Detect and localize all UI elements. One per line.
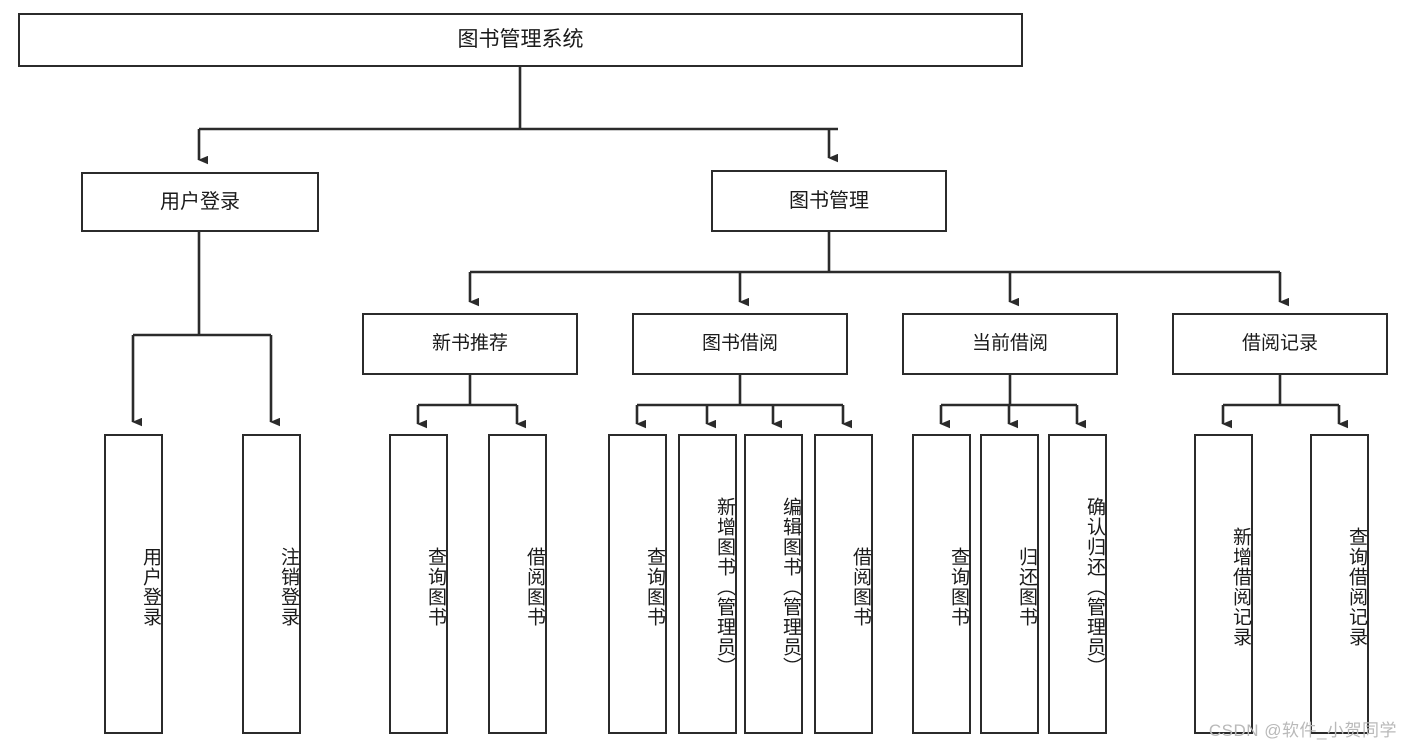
- node-new-book-recommend[interactable]: 新书推荐: [362, 313, 578, 375]
- leaf-borrow-query-book[interactable]: 查询图书: [608, 434, 667, 734]
- node-label: 确认归还（管理员）: [1084, 497, 1105, 677]
- node-user-login[interactable]: 用户登录: [81, 172, 319, 232]
- node-root-system[interactable]: 图书管理系统: [18, 13, 1023, 67]
- node-label: 用户登录: [160, 190, 240, 213]
- node-label: 编辑图书（管理员）: [780, 497, 801, 677]
- leaf-current-query-book[interactable]: 查询图书: [912, 434, 971, 734]
- node-label: 用户登录: [140, 547, 161, 627]
- leaf-record-add-record[interactable]: 新增借阅记录: [1194, 434, 1253, 734]
- leaf-recommend-borrow-book[interactable]: 借阅图书: [488, 434, 547, 734]
- leaf-user-login-signin[interactable]: 用户登录: [104, 434, 163, 734]
- csdn-watermark: CSDN @软件_小贺同学: [1208, 721, 1397, 740]
- node-label: 借阅图书: [850, 547, 871, 627]
- node-label: 借阅记录: [1241, 333, 1318, 355]
- node-label: 图书借阅: [701, 333, 778, 355]
- node-label: 查询图书: [948, 547, 969, 627]
- node-label: 新增借阅记录: [1230, 527, 1251, 647]
- node-label: 查询图书: [644, 547, 665, 627]
- leaf-borrow-edit-book-admin[interactable]: 编辑图书（管理员）: [744, 434, 803, 734]
- node-label: 图书管理系统: [457, 27, 584, 51]
- leaf-current-return-book[interactable]: 归还图书: [980, 434, 1039, 734]
- node-label: 归还图书: [1016, 547, 1037, 627]
- leaf-recommend-query-book[interactable]: 查询图书: [389, 434, 448, 734]
- node-label: 注销登录: [278, 547, 299, 627]
- node-borrow-record[interactable]: 借阅记录: [1172, 313, 1388, 375]
- leaf-record-query-record[interactable]: 查询借阅记录: [1310, 434, 1369, 734]
- node-label: 图书管理: [789, 189, 869, 212]
- node-book-management[interactable]: 图书管理: [711, 170, 947, 232]
- node-label: 新书推荐: [431, 333, 508, 355]
- node-current-borrow[interactable]: 当前借阅: [902, 313, 1118, 375]
- node-label: 查询借阅记录: [1346, 527, 1367, 647]
- node-label: 当前借阅: [971, 333, 1048, 355]
- node-label: 借阅图书: [524, 547, 545, 627]
- node-label: 查询图书: [425, 547, 446, 627]
- leaf-borrow-add-book-admin[interactable]: 新增图书（管理员）: [678, 434, 737, 734]
- leaf-borrow-borrow-book[interactable]: 借阅图书: [814, 434, 873, 734]
- leaf-current-confirm-return-admin[interactable]: 确认归还（管理员）: [1048, 434, 1107, 734]
- node-book-borrow[interactable]: 图书借阅: [632, 313, 848, 375]
- node-label: 新增图书（管理员）: [714, 497, 735, 677]
- leaf-user-login-signout[interactable]: 注销登录: [242, 434, 301, 734]
